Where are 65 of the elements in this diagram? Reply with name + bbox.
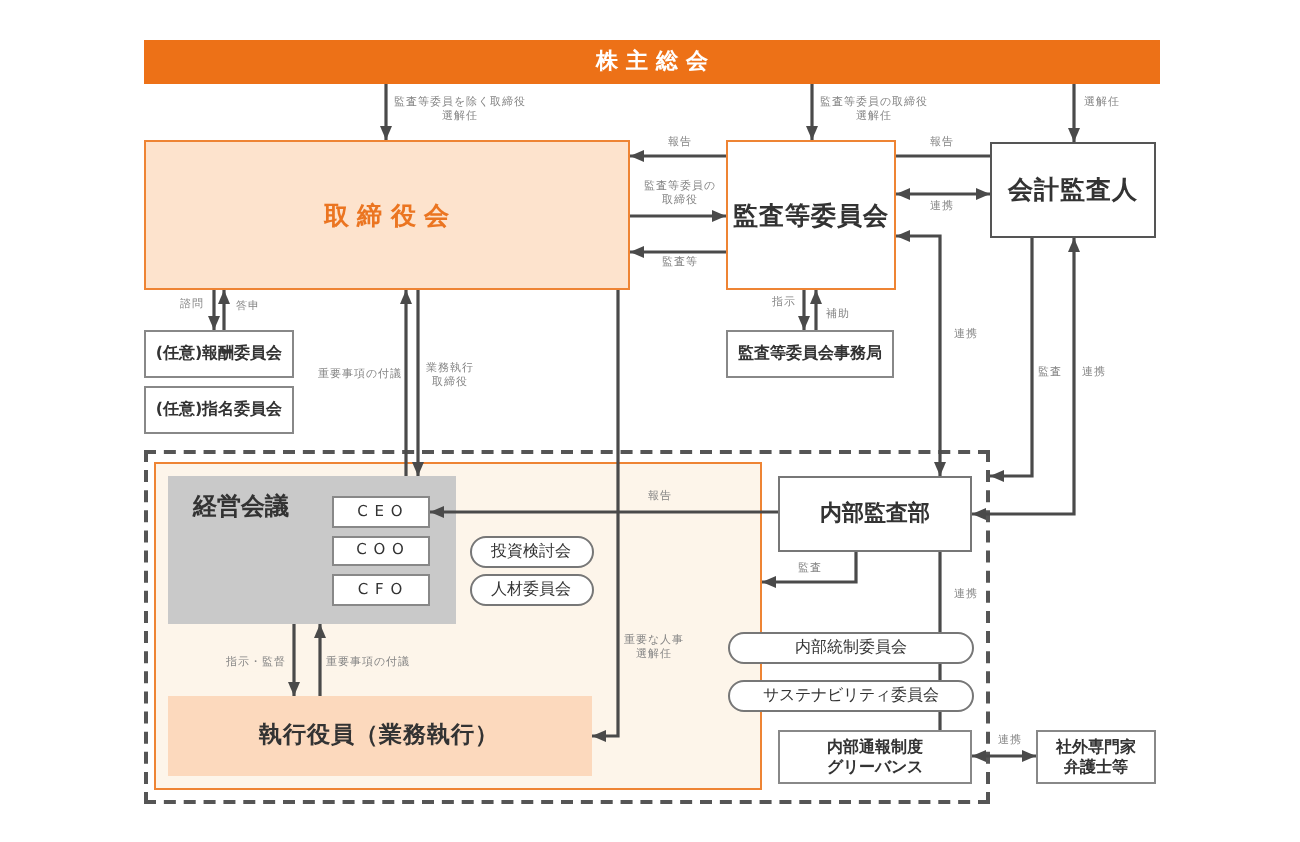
department-box — [778, 476, 972, 552]
arrow — [218, 290, 230, 330]
executive-box — [167, 695, 591, 775]
arrow — [990, 238, 1034, 482]
arrow — [380, 84, 392, 140]
arrow — [430, 506, 778, 518]
org-name: 監査等委員会 — [733, 199, 889, 231]
arrow — [896, 188, 990, 200]
arrow — [972, 238, 1080, 520]
committee-box — [144, 386, 294, 434]
org-name: サステナビリティ委員会 — [763, 686, 939, 706]
org-name: 社外専門家 — [1056, 737, 1136, 757]
office-box — [726, 330, 894, 378]
org-name: (任意)指名委員会 — [155, 400, 283, 420]
org-name: (任意)報酬委員会 — [155, 344, 283, 364]
arrow — [810, 290, 822, 330]
header-bar — [144, 40, 1160, 84]
connector-line — [938, 552, 942, 632]
committee-pill — [469, 573, 593, 605]
org-name: 内部統制委員会 — [795, 638, 907, 658]
org-name: 執行役員（業務執行） — [259, 720, 499, 750]
committee-box — [726, 140, 896, 290]
committee-pill — [728, 680, 974, 712]
org-name: 人材委員会 — [491, 579, 571, 599]
arrow — [400, 290, 412, 476]
arrow — [798, 290, 810, 330]
arrow — [806, 84, 818, 140]
dashed-frame — [144, 450, 990, 804]
org-name: 内部監査部 — [820, 500, 930, 528]
organization-panel — [154, 462, 762, 790]
meeting-panel — [167, 475, 455, 623]
arrow — [896, 230, 946, 476]
committee-pill — [728, 632, 974, 664]
officer-box — [331, 535, 429, 565]
arrow — [762, 552, 858, 588]
committee-box — [144, 330, 294, 378]
org-name: 内部通報制度 — [827, 737, 923, 757]
org-name: グリーバンス — [827, 757, 923, 777]
arrow — [630, 210, 726, 222]
officer-box — [331, 573, 429, 605]
org-name: 会計監査人 — [1008, 174, 1138, 206]
org-name: 取締役会 — [321, 199, 458, 231]
connector-line — [938, 664, 942, 680]
org-name: 投資検討会 — [491, 541, 571, 561]
committee-pill — [469, 535, 593, 567]
arrow — [630, 150, 726, 162]
board-box — [144, 140, 630, 290]
org-name: 株主総会 — [593, 48, 716, 76]
officer-box — [331, 495, 429, 527]
arrow — [208, 290, 220, 330]
arrow — [592, 290, 620, 742]
auditor-box — [990, 142, 1156, 238]
arrow — [314, 624, 326, 696]
expert-box — [1036, 730, 1156, 784]
org-name: 弁護士等 — [1064, 757, 1128, 777]
connector-line — [938, 712, 942, 730]
arrow — [1068, 84, 1080, 142]
arrow — [412, 290, 424, 476]
system-box — [778, 730, 972, 784]
arrow — [972, 750, 1036, 762]
org-name: 経営会議 — [193, 491, 289, 521]
org-name: 監査等委員会事務局 — [738, 344, 882, 364]
arrow — [630, 246, 726, 258]
arrow — [288, 624, 300, 696]
connector-line — [896, 154, 990, 158]
